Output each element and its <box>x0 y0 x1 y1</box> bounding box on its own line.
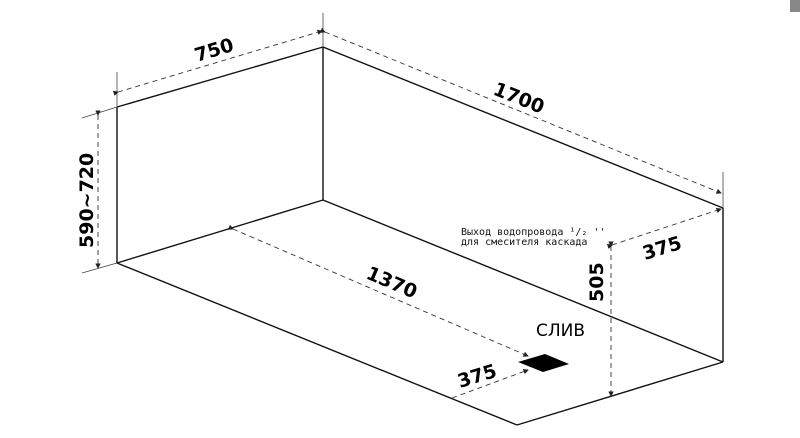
dim-outlet-height-label: 505 <box>586 262 608 302</box>
extension-lines <box>81 13 724 274</box>
dim-outlet-offset-label: 375 <box>640 232 684 265</box>
corner-mark <box>790 0 800 12</box>
dim-line-drain-375 <box>451 369 529 399</box>
drain-icon <box>518 354 569 372</box>
dim-line-outlet-375 <box>606 207 722 249</box>
dim-line-1700 <box>319 27 722 194</box>
outlet-label-line2: для смесителя каскада <box>461 237 587 248</box>
bathtub-outline <box>116 46 724 426</box>
drain-label: СЛИВ <box>536 321 585 341</box>
dim-length-label: 1700 <box>490 78 547 118</box>
dim-line-1370 <box>227 224 529 357</box>
outlet-label-line1: Выход водопровода ¹/₂ '' <box>461 227 606 238</box>
dim-drain-offset-label: 375 <box>455 360 499 393</box>
dim-height-label: 590~720 <box>76 153 98 248</box>
dim-width-label: 750 <box>192 34 236 67</box>
